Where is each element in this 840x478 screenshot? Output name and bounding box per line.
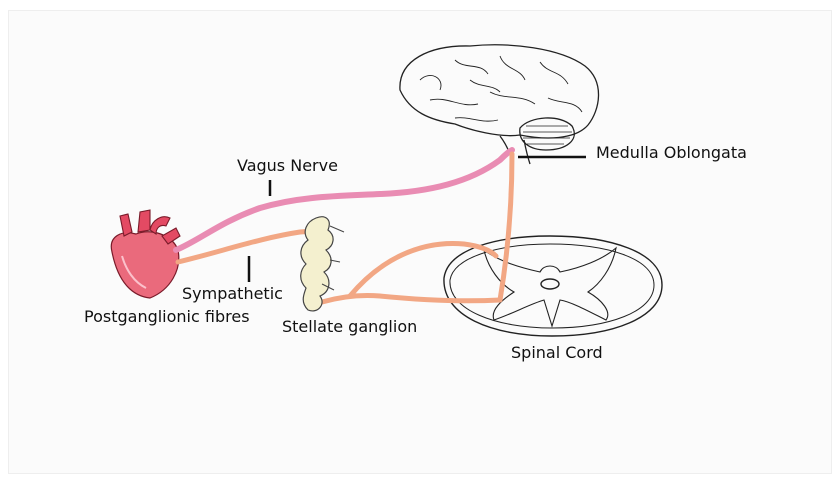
central-canal <box>541 279 559 289</box>
stellate-ganglion-shape <box>301 217 333 311</box>
label-stellate-ganglion: Stellate ganglion <box>282 318 417 336</box>
medulla-to-spinal-path <box>500 154 512 300</box>
spinal-cord-illustration <box>444 236 662 336</box>
heart-illustration <box>111 210 180 298</box>
label-spinal-cord: Spinal Cord <box>511 344 603 362</box>
label-sympathetic: Sympathetic <box>182 285 283 303</box>
label-medulla-oblongata: Medulla Oblongata <box>596 144 747 162</box>
leader-lines <box>249 157 586 282</box>
ganglion-loop-path <box>350 243 496 296</box>
label-vagus-nerve: Vagus Nerve <box>237 157 338 175</box>
sympathetic-pathway <box>178 154 512 302</box>
vagus-nerve-path <box>176 150 512 250</box>
brain-gyri <box>420 56 582 121</box>
label-postganglionic-fibres: Postganglionic fibres <box>84 308 250 326</box>
spinal-cord-inner-outline <box>450 244 654 328</box>
brain-illustration <box>400 45 599 164</box>
cerebellum <box>520 118 575 150</box>
cerebellum-lines <box>523 126 572 144</box>
